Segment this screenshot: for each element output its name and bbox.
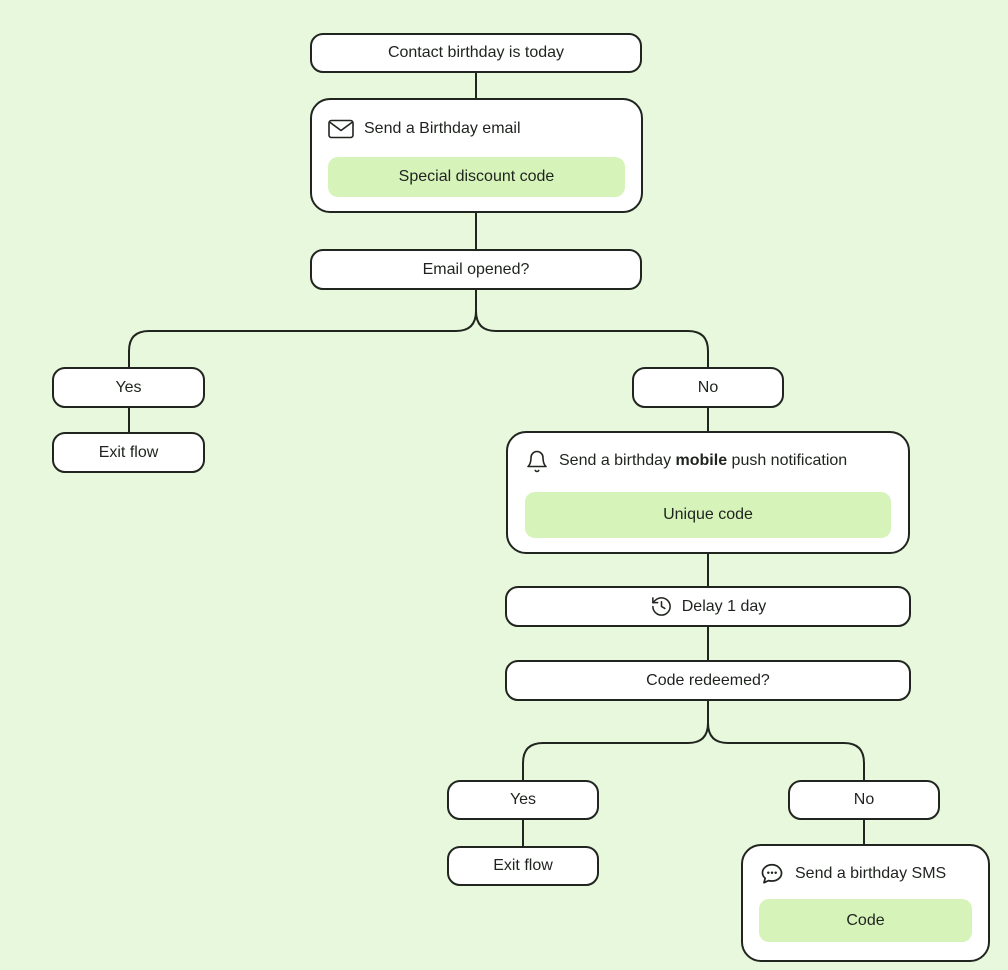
email-exit-label: Exit flow	[98, 443, 159, 461]
connector-redeemed-to-no	[707, 700, 865, 781]
envelope-icon	[328, 119, 354, 139]
node-send-push-notification[interactable]: Send a birthday mobile push notification…	[506, 431, 910, 554]
code-yes-label: Yes	[509, 791, 537, 808]
delay-label: Delay 1 day	[681, 597, 767, 615]
sms-pill-label: Code	[846, 911, 885, 929]
email-opened-label: Email opened?	[422, 260, 530, 278]
email-no-label: No	[697, 378, 719, 396]
push-pill-label: Unique code	[663, 506, 753, 523]
bell-icon	[525, 449, 549, 474]
speech-bubble-icon	[759, 861, 785, 887]
node-email-yes-exit-flow[interactable]: Exit flow	[52, 432, 205, 473]
connector-opened-to-yes	[128, 289, 477, 368]
email-action-label: Send a Birthday email	[364, 120, 521, 137]
node-contact-birthday-trigger[interactable]: Contact birthday is today	[310, 33, 642, 73]
node-email-no-branch[interactable]: No	[632, 367, 784, 408]
node-email-yes-branch[interactable]: Yes	[52, 367, 205, 408]
code-exit-label: Exit flow	[493, 857, 553, 874]
sms-code-pill: Code	[759, 899, 972, 942]
email-discount-pill: Special discount code	[328, 157, 625, 197]
sms-action-label: Send a birthday SMS	[795, 865, 947, 882]
node-email-opened-condition[interactable]: Email opened?	[310, 249, 642, 290]
node-code-yes-branch[interactable]: Yes	[447, 780, 599, 820]
code-no-label: No	[853, 791, 875, 808]
node-code-no-branch[interactable]: No	[788, 780, 940, 820]
node-delay-1-day[interactable]: Delay 1 day	[505, 586, 911, 627]
trigger-label: Contact birthday is today	[387, 44, 565, 61]
push-unique-code-pill: Unique code	[525, 492, 891, 538]
node-code-yes-exit-flow[interactable]: Exit flow	[447, 846, 599, 886]
node-send-birthday-email[interactable]: Send a Birthday email Special discount c…	[310, 98, 643, 213]
node-code-redeemed-condition[interactable]: Code redeemed?	[505, 660, 911, 701]
code-redeemed-label: Code redeemed?	[646, 671, 770, 689]
connector-opened-to-no	[475, 289, 709, 368]
connector-redeemed-to-yes	[522, 700, 709, 781]
history-clock-icon	[650, 595, 673, 618]
node-send-birthday-sms[interactable]: Send a birthday SMS Code	[741, 844, 990, 962]
push-action-label: Send a birthday mobile push notification	[559, 452, 848, 469]
email-yes-label: Yes	[115, 378, 142, 396]
email-pill-label: Special discount code	[398, 168, 555, 185]
